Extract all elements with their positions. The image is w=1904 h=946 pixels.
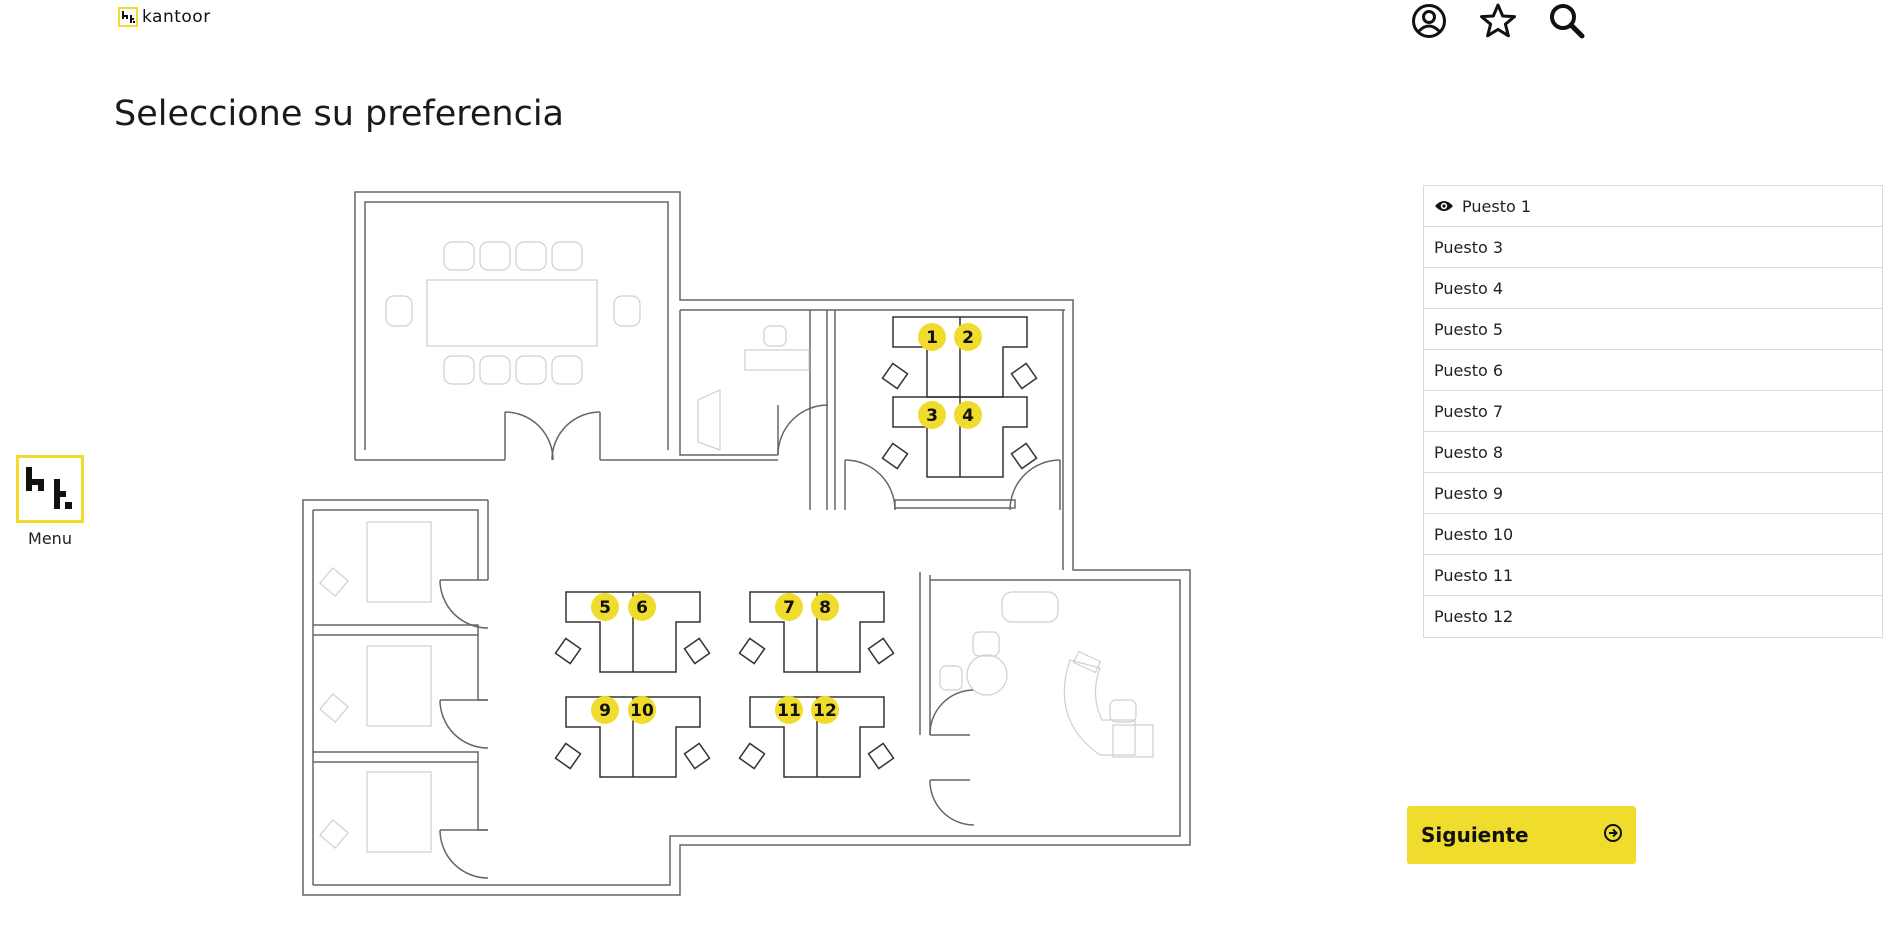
seat-marker-5[interactable]: 5	[591, 593, 619, 621]
seat-list-item-12[interactable]: Puesto 12	[1424, 596, 1882, 637]
seat-number: 6	[636, 598, 648, 618]
seat-marker-2[interactable]: 2	[954, 323, 982, 351]
user-circle-icon[interactable]	[1410, 2, 1448, 40]
seat-list-item-1[interactable]: Puesto 1	[1424, 186, 1882, 227]
seat-list-label: Puesto 5	[1434, 319, 1504, 339]
logo-text: kantoor	[142, 7, 211, 27]
star-icon[interactable]	[1479, 2, 1517, 40]
seat-number: 3	[926, 406, 938, 426]
seat-number: 4	[962, 406, 974, 426]
kantoor-logo[interactable]: kantoor	[118, 7, 211, 27]
seat-list-label: Puesto 4	[1434, 278, 1504, 298]
seat-marker-3[interactable]: 3	[918, 401, 946, 429]
seat-number: 10	[630, 701, 654, 721]
seat-number: 7	[783, 598, 795, 618]
menu-logo-icon	[16, 455, 84, 523]
seat-marker-1[interactable]: 1	[918, 323, 946, 351]
seat-list-label: Puesto 6	[1434, 360, 1504, 380]
seat-list-label: Puesto 8	[1434, 442, 1504, 462]
seat-number: 5	[599, 598, 611, 618]
seat-marker-6[interactable]: 6	[628, 593, 656, 621]
top-bar: kantoor	[0, 0, 1904, 40]
seat-list-item-9[interactable]: Puesto 9	[1424, 473, 1882, 514]
page-title: Seleccione su preferencia	[114, 94, 564, 134]
logo-mark-icon	[118, 7, 138, 27]
seat-number: 9	[599, 701, 611, 721]
seat-list-item-8[interactable]: Puesto 8	[1424, 432, 1882, 473]
seat-list-item-7[interactable]: Puesto 7	[1424, 391, 1882, 432]
seat-marker-8[interactable]: 8	[811, 593, 839, 621]
seat-list-label: Puesto 1	[1462, 196, 1532, 216]
floor-plan: 1 2 3 4 5 6 7 8 9 10 11 12	[302, 191, 1191, 896]
search-icon[interactable]	[1548, 2, 1586, 40]
next-button[interactable]: Siguiente	[1407, 806, 1636, 864]
seat-marker-4[interactable]: 4	[954, 401, 982, 429]
seat-list-label: Puesto 9	[1434, 483, 1504, 503]
seat-number: 1	[926, 328, 938, 348]
eye-icon	[1434, 199, 1454, 213]
seat-number: 2	[962, 328, 974, 348]
seat-list-item-10[interactable]: Puesto 10	[1424, 514, 1882, 555]
side-menu-button[interactable]: Menu	[16, 455, 84, 548]
seat-list-label: Puesto 7	[1434, 401, 1504, 421]
seat-list-label: Puesto 11	[1434, 565, 1514, 585]
seat-number: 11	[777, 701, 801, 721]
seat-list-item-3[interactable]: Puesto 3	[1424, 227, 1882, 268]
seat-list-item-11[interactable]: Puesto 11	[1424, 555, 1882, 596]
seat-list-label: Puesto 3	[1434, 237, 1504, 257]
seat-marker-12[interactable]: 12	[811, 696, 839, 724]
seat-list-item-5[interactable]: Puesto 5	[1424, 309, 1882, 350]
seat-list-item-6[interactable]: Puesto 6	[1424, 350, 1882, 391]
seat-marker-9[interactable]: 9	[591, 696, 619, 724]
seat-number: 8	[819, 598, 831, 618]
seat-marker-7[interactable]: 7	[775, 593, 803, 621]
seat-list-label: Puesto 10	[1434, 524, 1514, 544]
arrow-circle-right-icon	[1603, 823, 1623, 848]
menu-label: Menu	[28, 529, 72, 548]
seat-number: 12	[813, 701, 837, 721]
seat-marker-10[interactable]: 10	[628, 696, 656, 724]
seat-list-item-4[interactable]: Puesto 4	[1424, 268, 1882, 309]
seat-list: Puesto 1 Puesto 3 Puesto 4 Puesto 5 Pues…	[1423, 185, 1883, 638]
seat-marker-11[interactable]: 11	[775, 696, 803, 724]
seat-list-label: Puesto 12	[1434, 607, 1514, 626]
next-button-label: Siguiente	[1421, 823, 1529, 847]
